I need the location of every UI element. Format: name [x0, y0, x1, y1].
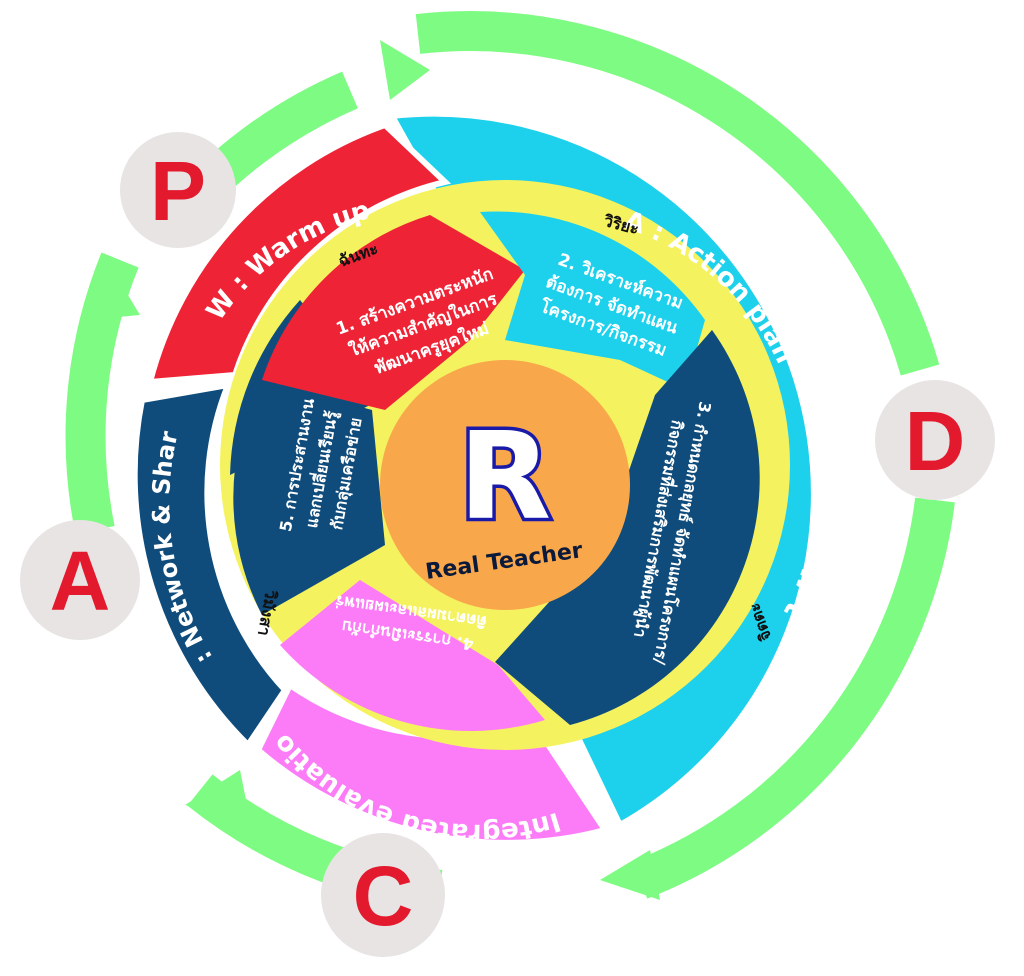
phase-p-circle: [120, 132, 236, 248]
inner-network-wedge: [233, 380, 385, 615]
center-circle: [380, 360, 630, 610]
phase-a-circle: [20, 520, 140, 640]
arrow-head-bottom-left: [185, 770, 250, 820]
green-arc-top-right: [415, 11, 940, 376]
phase-d-letter: D: [905, 394, 966, 488]
phase-a: A: [20, 520, 140, 640]
phase-c-circle: [321, 833, 445, 957]
inner-ring: [230, 211, 760, 731]
inner-warm-wedge: [262, 215, 525, 410]
warm-up-segment: [146, 121, 452, 386]
center-hub: R Real Teacher: [380, 360, 630, 610]
arrow-head-top: [380, 40, 430, 100]
phase-d: D: [875, 380, 995, 500]
green-arc-right: [632, 497, 955, 899]
phase-d-circle: [875, 380, 995, 500]
phase-c: C: [321, 833, 445, 957]
r-logo: R: [459, 408, 551, 547]
inner-integrated-wedge: [280, 580, 545, 731]
phase-c-letter: C: [353, 849, 414, 943]
phase-p: P: [120, 132, 236, 248]
integrated-evaluation-segment: [254, 680, 610, 846]
inner-how-wedge: [495, 330, 760, 725]
arrow-head-bottom-right: [600, 850, 660, 900]
inner-action-wedge: [480, 211, 705, 390]
arrow-head-left: [85, 265, 140, 320]
phase-p-letter: P: [150, 144, 206, 238]
phase-a-letter: A: [50, 534, 111, 628]
